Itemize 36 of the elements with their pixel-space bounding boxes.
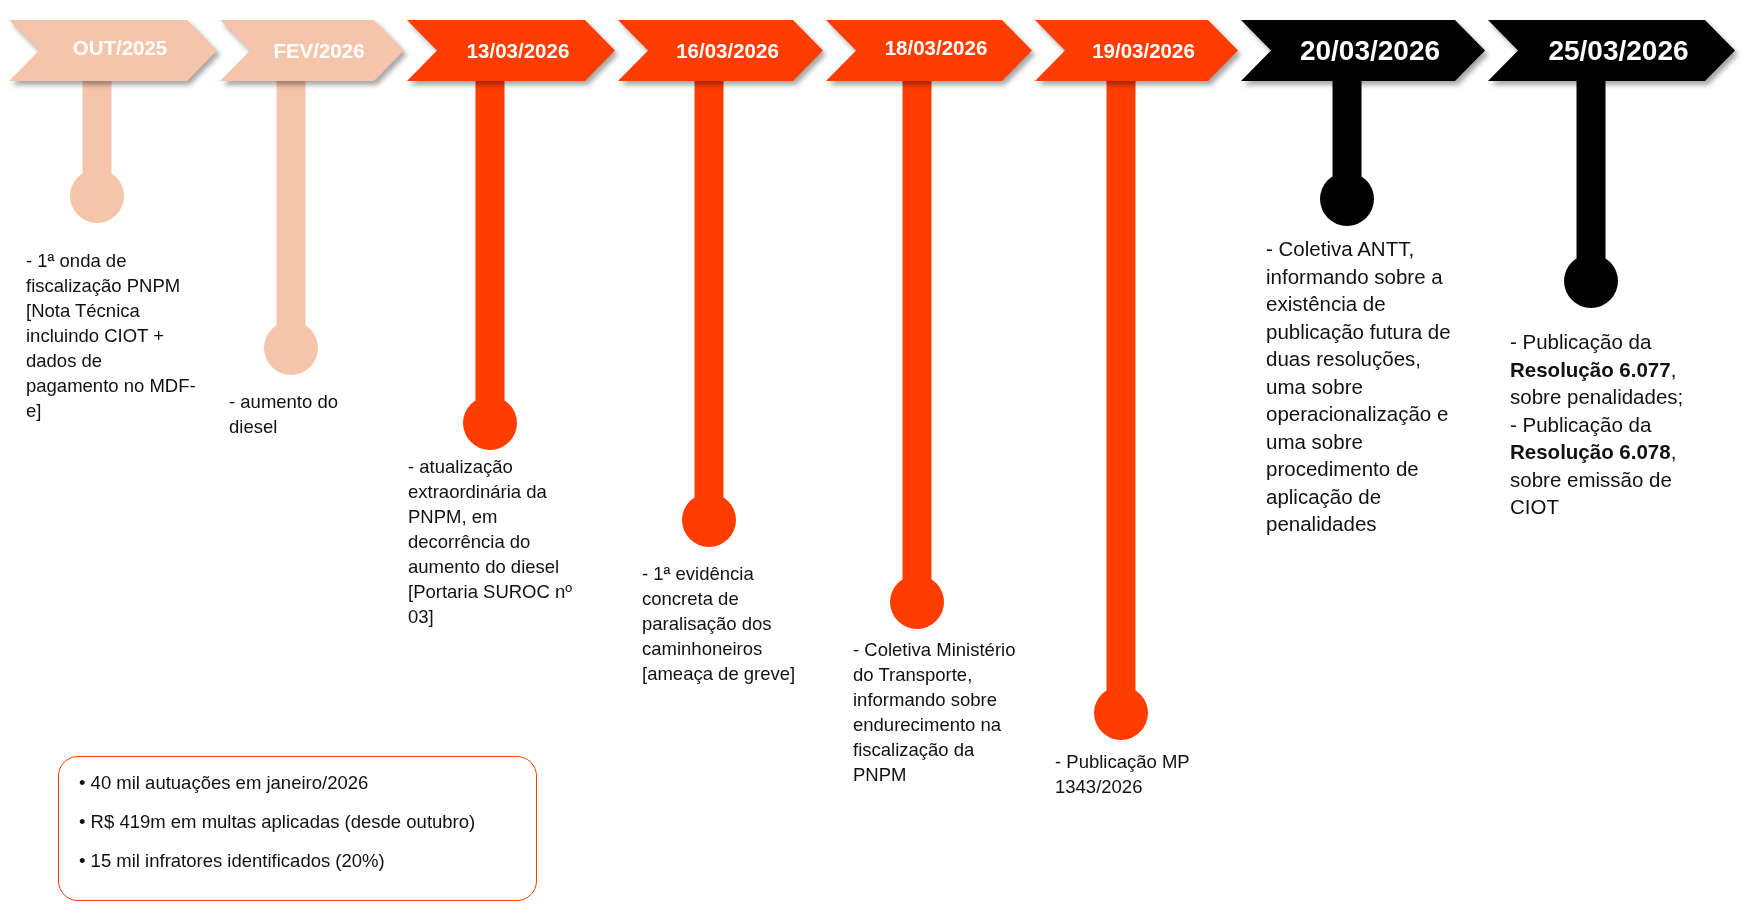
date-banner — [407, 20, 615, 81]
timeline-stem — [276, 81, 306, 325]
event-description: - 1ª onda de fiscalização PNPM [Nota Técnica incluindo CIOT + dados de pagamento no MDF-e] — [26, 249, 196, 423]
date-banner — [220, 20, 404, 81]
date-banner — [618, 20, 823, 81]
timeline-stem — [82, 81, 112, 173]
timeline-stem — [902, 81, 932, 579]
event-description: - Publicação MP 1343/2026 — [1055, 750, 1191, 799]
event-description: - atualização extraordinária da PNPM, em decorrência do aumento do diesel [Portaria SUROC nº 03] — [408, 455, 574, 629]
date-banner — [1035, 20, 1238, 81]
stats-card — [58, 756, 537, 901]
date-label: FEV/2026 — [273, 38, 365, 63]
timeline-stem — [475, 81, 505, 400]
timeline-stem — [694, 81, 724, 497]
date-label: 18/03/2026 — [884, 35, 988, 60]
date-banner — [9, 20, 217, 81]
date-label: OUT/2025 — [72, 35, 168, 60]
bullet-item: • R$ 419m em multas aplicadas (desde outubro) — [79, 812, 477, 832]
event-description: - Publicação da Resolução 6.078, sobre emissão de CIOT — [1510, 411, 1678, 520]
date-label: 19/03/2026 — [1092, 38, 1195, 63]
timeline-stem — [1332, 81, 1362, 176]
event-description: - Publicação da Resolução 6.077, sobre penalidades; — [1510, 329, 1685, 410]
date-label: 16/03/2026 — [676, 38, 779, 63]
date-banner — [826, 20, 1032, 81]
event-description: - Coletiva ANTT, informando sobre a existência de publicação futura de duas resoluções, uma sobre operacionalização e uma sobre procedimento de aplicação de penalidades — [1266, 236, 1452, 537]
timeline-stem — [1106, 81, 1136, 690]
event-description: - Coletiva Ministério do Transporte, informando sobre endurecimento na fiscalização da PNPM — [853, 638, 1017, 787]
event-description: - 1ª evidência concreta de paralisação dos caminhoneiros [ameaça de greve] — [642, 562, 797, 686]
date-label: 13/03/2026 — [466, 38, 570, 63]
date-banner — [1241, 20, 1485, 81]
bullet-item: • 40 mil autuações em janeiro/2026 — [79, 773, 370, 793]
date-label: 25/03/2026 — [1548, 34, 1689, 67]
bullet-item: • 15 mil infratores identificados (20%) — [79, 851, 386, 871]
event-description: - aumento do diesel — [229, 390, 339, 439]
date-banner — [1488, 20, 1735, 81]
date-label: 20/03/2026 — [1299, 34, 1441, 67]
